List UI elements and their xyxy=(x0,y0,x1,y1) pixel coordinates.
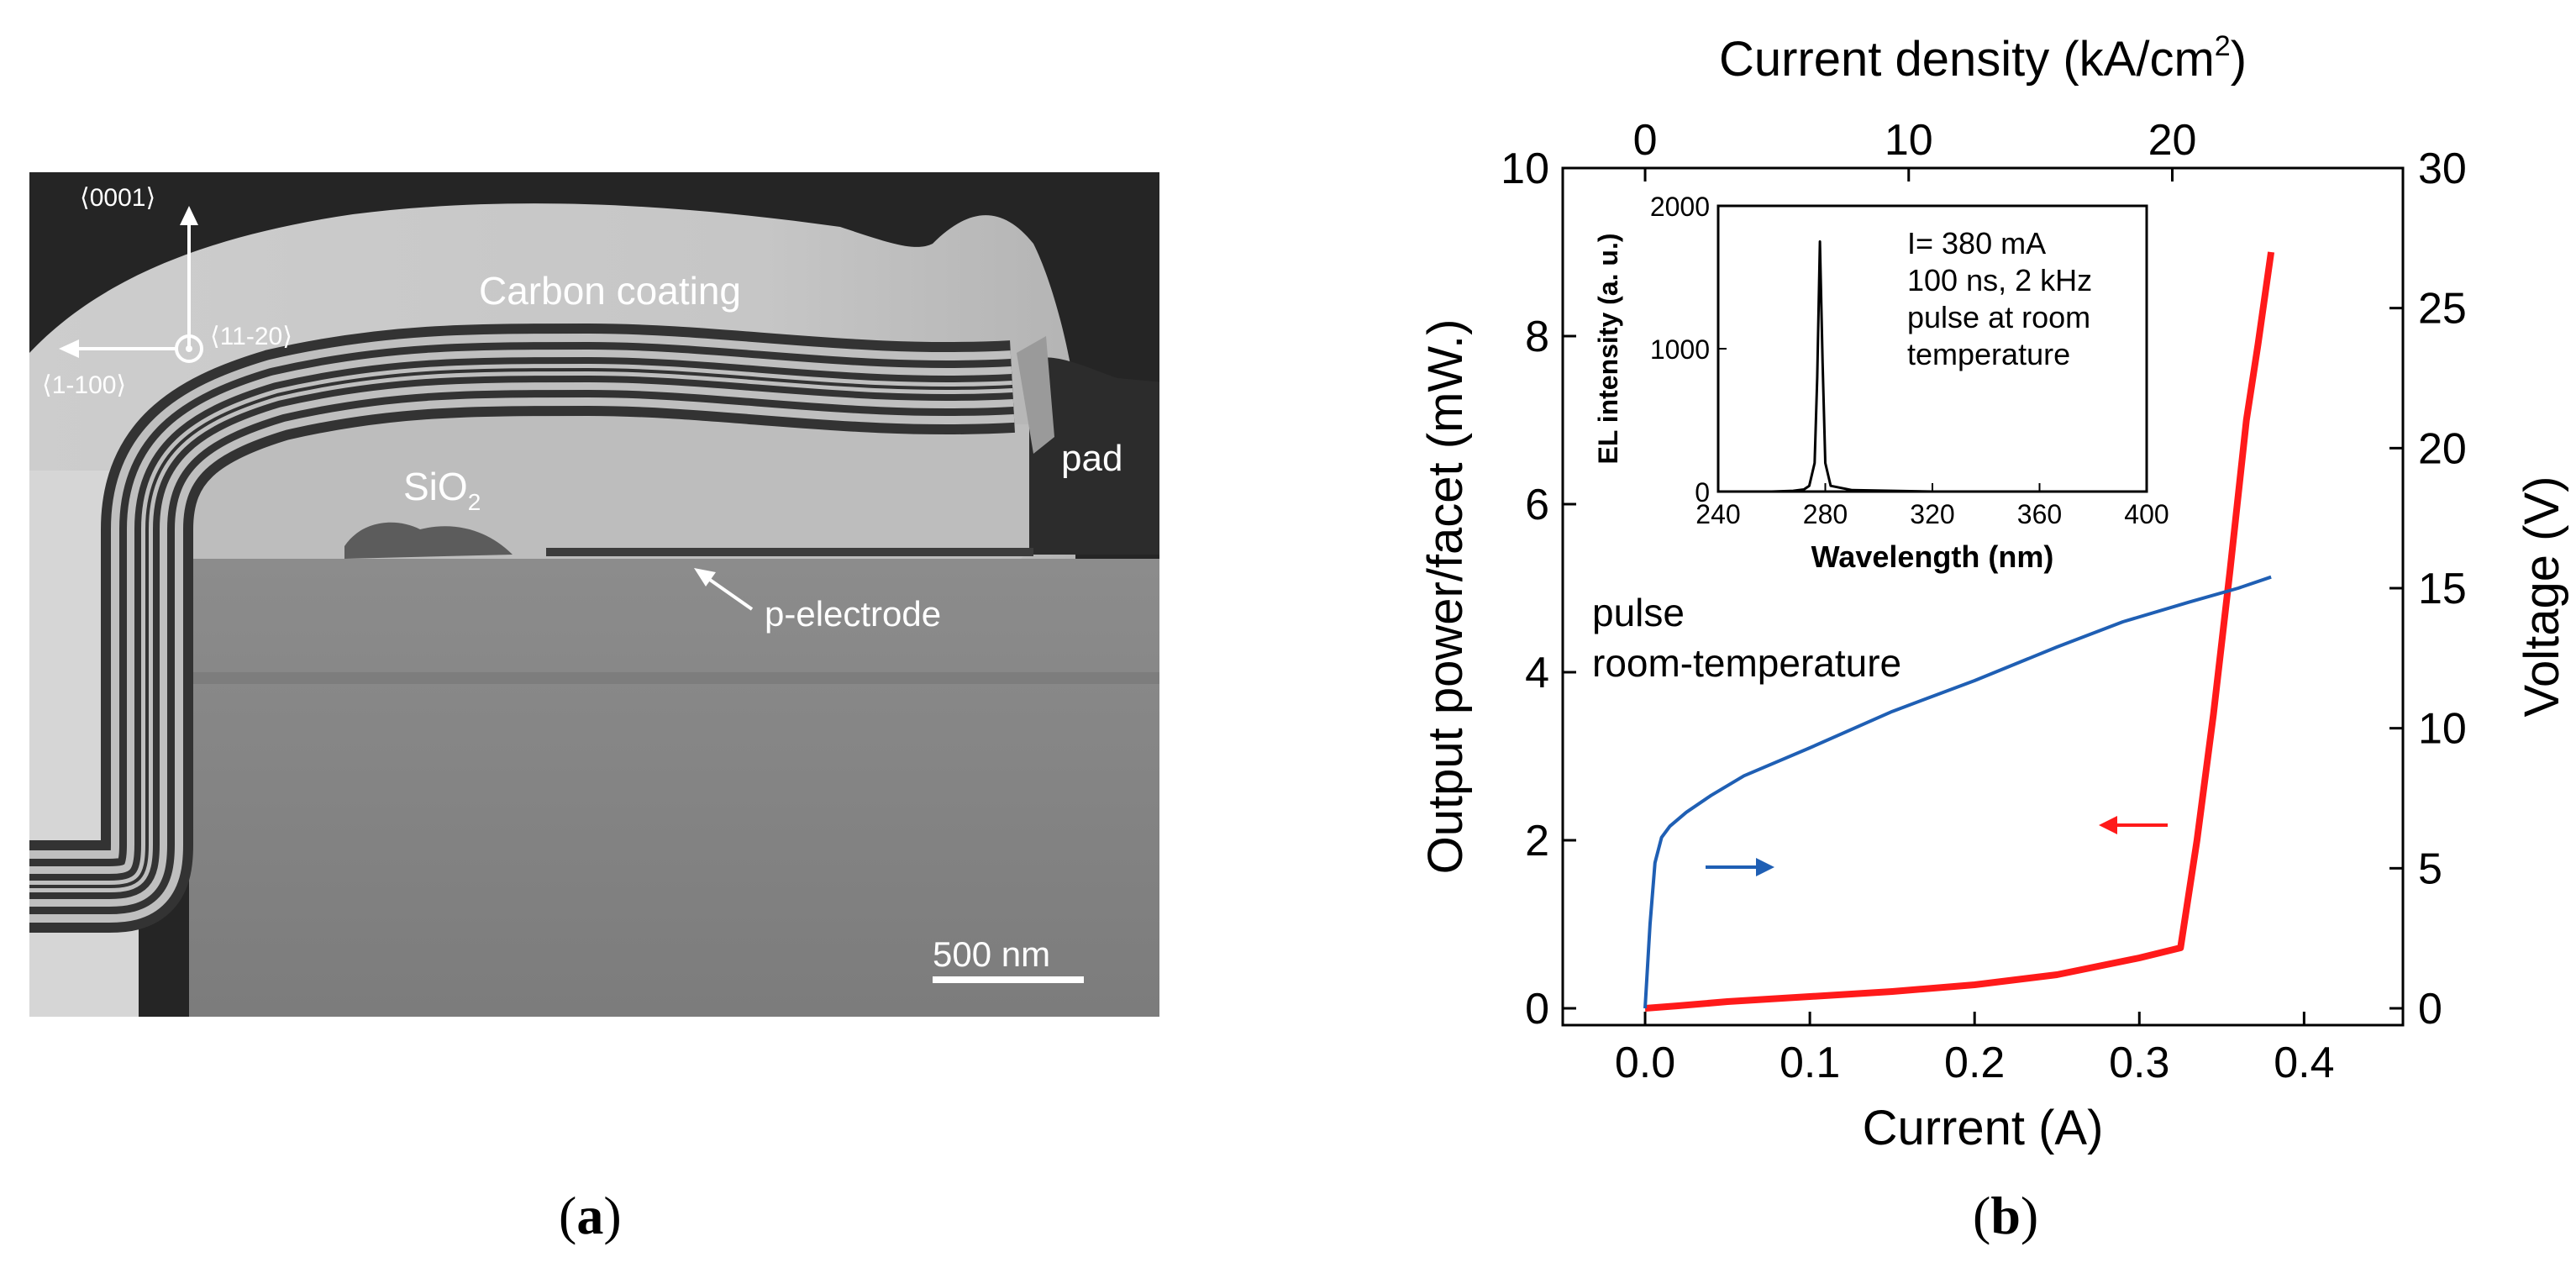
inset-y-tick-label: 2000 xyxy=(1650,192,1710,222)
crystal-axes xyxy=(59,206,203,363)
debris xyxy=(344,522,513,559)
power-axis-arrow xyxy=(2099,816,2168,834)
inset-y-axis-title: EL intensity (a. u.) xyxy=(1593,234,1623,465)
x2-tick-label: 20 xyxy=(2148,116,2197,165)
y-tick-label: 10 xyxy=(1501,145,1549,193)
y-tick-label: 6 xyxy=(1525,481,1549,529)
x-tick-label: 0.3 xyxy=(2109,1039,2169,1087)
dir-1120-label: ⟨11-20⟩ xyxy=(210,323,292,350)
inset-x-tick-label: 320 xyxy=(1910,499,1954,529)
y2-tick-label: 25 xyxy=(2418,285,2467,334)
y2-axis-title: Voltage (V) xyxy=(2515,476,2569,718)
caption-b: (b) xyxy=(1973,1186,2038,1245)
tem-image: ⟨0001⟩ ⟨11-20⟩ ⟨1-100⟩ Carbon coating Si… xyxy=(29,172,1159,1245)
annotation-room-temp: room-temperature xyxy=(1592,641,1901,685)
electrode-arrowhead xyxy=(694,568,716,587)
y-tick-label: 8 xyxy=(1525,313,1549,361)
y2-tick-label: 30 xyxy=(2418,145,2467,193)
y2-tick-label: 0 xyxy=(2418,985,2442,1034)
x-tick-label: 0.2 xyxy=(1944,1039,2005,1087)
series-layer xyxy=(1643,251,2275,1012)
x-tick-label: 0.1 xyxy=(1780,1039,1840,1087)
y2-tick-label: 20 xyxy=(2418,424,2467,473)
top-axis-title: Current density (kA/cm2) xyxy=(1719,30,2247,87)
power-arrowhead xyxy=(2099,816,2117,834)
inset-x-tick-label: 240 xyxy=(1695,499,1740,529)
y2-tick-label: 10 xyxy=(2418,705,2467,754)
voltage-arrowhead xyxy=(1756,858,1774,876)
scalebar-label: 500 nm xyxy=(933,934,1050,974)
y2-tick-label: 5 xyxy=(2418,844,2442,893)
pad-artifact xyxy=(1017,336,1054,454)
inset-series-layer xyxy=(1718,240,2147,493)
x-axis-title: Current (A) xyxy=(1863,1101,2104,1155)
tick-layer: 0.0 0.1 0.2 0.3 0.4 0 2 4 6 8 10 0 5 10 15 20 25 30 0 10 20 xyxy=(1501,116,2467,1087)
inset-x-axis-title: Wavelength (nm) xyxy=(1811,539,2054,574)
inset-x-tick-label: 280 xyxy=(1803,499,1848,529)
inset-note-3: pulse at room xyxy=(1907,300,2090,334)
inset-note-4: temperature xyxy=(1907,337,2070,371)
inset-y-tick-label: 0 xyxy=(1695,477,1710,508)
pad-region xyxy=(1029,357,1159,555)
electrode-label: p-electrode xyxy=(765,594,941,634)
inset-tick-layer: 240 280 320 360 400 0 1000 2000 xyxy=(1650,192,2169,529)
dir-0001-label: ⟨0001⟩ xyxy=(80,184,155,212)
annotation-pulse: pulse xyxy=(1592,591,1685,634)
y2-tick-label: 15 xyxy=(2418,565,2467,613)
substrate-layer-band xyxy=(189,672,1159,684)
voltage-series-line xyxy=(1643,575,2272,1009)
x-tick-label: 0.4 xyxy=(2274,1039,2334,1087)
plot-frame xyxy=(1561,166,2405,1027)
pad-label: pad xyxy=(1061,438,1122,479)
carbon-coating-label: Carbon coating xyxy=(479,269,741,313)
axis-0001-arrowhead xyxy=(180,206,198,225)
inset-x-tick-label: 360 xyxy=(2017,499,2062,529)
dir-1100-label: ⟨1-100⟩ xyxy=(42,371,126,399)
voltage-axis-arrow xyxy=(1706,858,1774,876)
y-tick-label: 0 xyxy=(1525,985,1549,1034)
multilayer-stack xyxy=(29,324,1015,933)
inset-frame xyxy=(1716,204,2148,493)
el-spectrum-line xyxy=(1718,240,2147,493)
substrate-region xyxy=(189,559,1159,1017)
inset-y-tick-label: 1000 xyxy=(1650,334,1710,365)
axis-1120-circle xyxy=(175,334,203,363)
scalebar xyxy=(933,976,1084,983)
caption-a: (a) xyxy=(559,1186,622,1245)
inset-note-1: I= 380 mA xyxy=(1907,226,2046,260)
p-electrode-layer xyxy=(546,548,1033,556)
electrode-arrow-line xyxy=(708,578,754,611)
y-tick-label: 4 xyxy=(1525,649,1549,697)
axis-1100-arrowhead xyxy=(59,339,79,358)
power-series-line xyxy=(1644,251,2275,1012)
y-tick-label: 2 xyxy=(1525,817,1549,865)
x2-tick-label: 10 xyxy=(1885,116,1933,165)
axis-1120-dot xyxy=(186,345,192,352)
sio2-label: SiO2 xyxy=(403,465,481,515)
x2-tick-label: 0 xyxy=(1633,116,1658,165)
panel-a: ⟨0001⟩ ⟨11-20⟩ ⟨1-100⟩ Carbon coating Si… xyxy=(0,0,1260,1269)
inset-note-2: 100 ns, 2 kHz xyxy=(1907,263,2092,297)
x-tick-label: 0.0 xyxy=(1615,1039,1675,1087)
sio2-region xyxy=(181,401,1033,559)
y-axis-title: Output power/facet (mW.) xyxy=(1418,319,1473,875)
inset-x-tick-label: 400 xyxy=(2124,499,2169,529)
